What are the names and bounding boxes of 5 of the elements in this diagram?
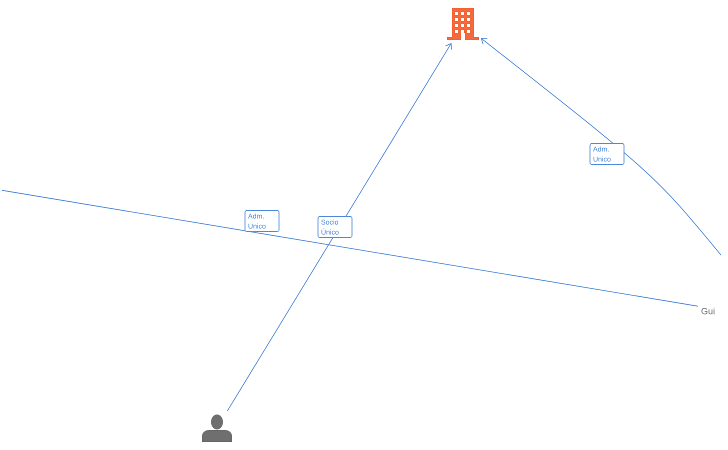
arrow: [480, 38, 722, 256]
arrow: [226, 42, 452, 412]
building-icon: [447, 8, 479, 40]
person-icon: [202, 414, 232, 442]
node-label: Gui: [701, 308, 714, 314]
